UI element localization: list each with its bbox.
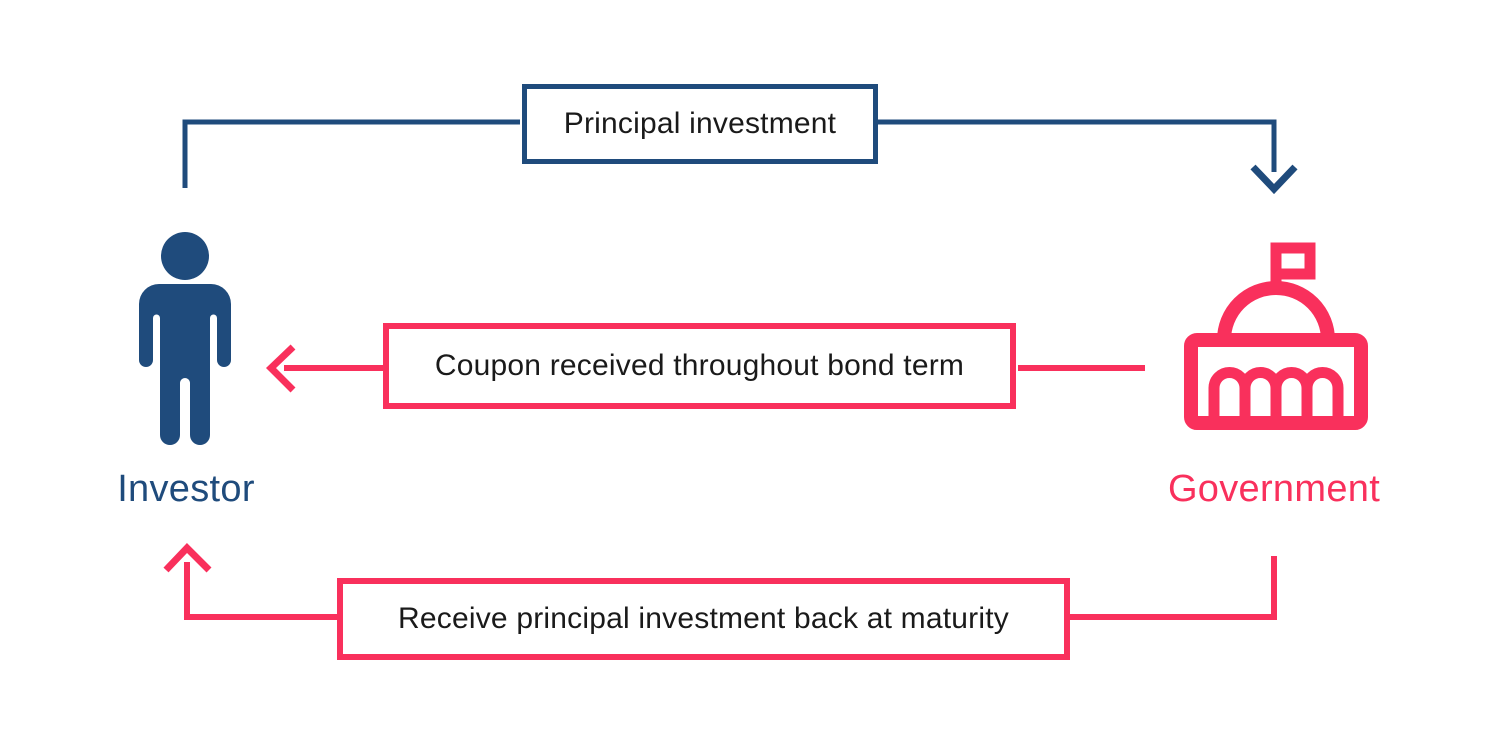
principal-investment-box: Principal investment <box>522 84 878 164</box>
person-icon <box>139 232 231 445</box>
maturity-box: Receive principal investment back at mat… <box>337 578 1070 660</box>
arrow-up-icon <box>163 542 212 573</box>
government-label: Government <box>1167 468 1381 510</box>
arrow-down-icon <box>1250 164 1298 195</box>
maturity-flow-line <box>163 542 1277 620</box>
coupon-flow-line <box>265 344 1145 393</box>
maturity-label: Receive principal investment back at mat… <box>398 602 1009 635</box>
investor-label: Investor <box>117 468 255 510</box>
coupon-label: Coupon received throughout bond term <box>434 349 965 382</box>
arrow-left-icon <box>265 344 296 393</box>
coupon-box: Coupon received throughout bond term <box>383 323 1016 409</box>
principal-investment-label: Principal investment <box>563 107 837 140</box>
principal-flow-line <box>182 119 1298 195</box>
government-building-icon <box>1184 242 1368 430</box>
